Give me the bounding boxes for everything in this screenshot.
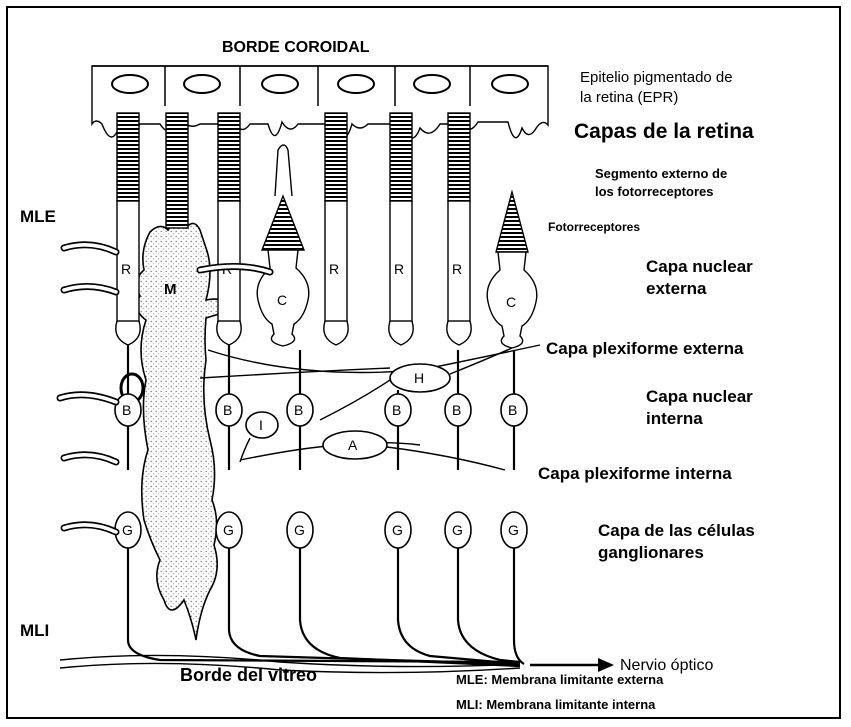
ganglion-cell: G: [501, 512, 527, 664]
rod-6: R: [447, 113, 471, 345]
bipolar-letter: B: [508, 402, 517, 418]
cone-2: C: [487, 192, 537, 348]
rod-letter: R: [329, 261, 339, 277]
rod-letter: R: [452, 261, 462, 277]
rod-letter: R: [121, 261, 131, 277]
bipolar-cell: B: [216, 345, 242, 470]
ganglion-letter: G: [452, 522, 463, 538]
plexiforme-externa-label: Capa plexiforme externa: [546, 339, 744, 358]
nuclear-externa-label-line1: Capa nuclear: [646, 257, 753, 276]
muller-cell-letter: M: [164, 281, 177, 298]
bipolar-letter: B: [452, 402, 461, 418]
mli-label: MLI: [20, 621, 49, 640]
epr-nuclei: [112, 75, 528, 93]
optic-nerve-arrow: [530, 658, 614, 672]
ganglion-letter: G: [294, 522, 305, 538]
epr-label-line2: la retina (EPR): [580, 89, 678, 106]
plexiforme-interna-label: Capa plexiforme interna: [538, 464, 732, 483]
borde-coroidal-label: BORDE COROIDAL: [222, 39, 370, 56]
bipolar-cell: B: [501, 350, 527, 470]
rod-2: [166, 113, 188, 228]
rod-letter: R: [394, 261, 404, 277]
nuclear-interna-label-line2: interna: [646, 409, 703, 428]
horizontal-cell: H: [200, 345, 540, 420]
segmento-label-line2: los fotorreceptores: [595, 184, 713, 199]
ganglion-letter: G: [508, 522, 519, 538]
ganglion-letter: G: [223, 522, 234, 538]
ganglionares-label-line2: ganglionares: [598, 543, 704, 562]
nuclear-externa-label-line2: externa: [646, 279, 707, 298]
bipolar-cell: B: [385, 390, 411, 470]
ganglion-cell: G: [216, 512, 520, 664]
cone-letter: C: [277, 292, 287, 308]
bipolar-letter: B: [392, 402, 401, 418]
bipolar-letter: B: [122, 402, 131, 418]
interplexiform-letter: I: [259, 417, 263, 433]
ganglion-letter: G: [392, 522, 403, 538]
ganglionares-label-line1: Capa de las células: [598, 521, 755, 540]
rod-1: R: [116, 113, 140, 345]
bipolar-cell: B: [445, 350, 471, 470]
ganglion-letter: G: [122, 522, 133, 538]
horizontal-letter: H: [414, 370, 424, 386]
epr-label-line1: Epitelio pigmentado de: [580, 69, 733, 86]
amacrine-cell: A: [240, 431, 505, 470]
bipolar-letter: B: [294, 402, 303, 418]
mle-label: MLE: [20, 207, 56, 226]
bipolar-cell: B: [115, 345, 141, 470]
legend-mle: MLE: Membrana limitante externa: [456, 672, 664, 687]
amacrine-letter: A: [348, 437, 358, 453]
capas-title: Capas de la retina: [574, 120, 754, 143]
fotorreceptores-label: Fotorreceptores: [548, 220, 640, 234]
nuclear-interna-label-line1: Capa nuclear: [646, 387, 753, 406]
bipolar-letter: B: [223, 402, 232, 418]
segmento-label-line1: Segmento externo de: [595, 166, 727, 181]
cone-letter: C: [506, 294, 516, 310]
legend-mli: MLI: Membrana limitante interna: [456, 697, 656, 712]
rod-4: R: [324, 113, 348, 345]
rod-3: R: [217, 113, 241, 345]
cone-1: C: [257, 145, 309, 346]
borde-vitreo-label: Borde del vitreo: [180, 665, 317, 685]
epr-layer: [92, 66, 548, 138]
rod-5: R: [389, 113, 413, 345]
